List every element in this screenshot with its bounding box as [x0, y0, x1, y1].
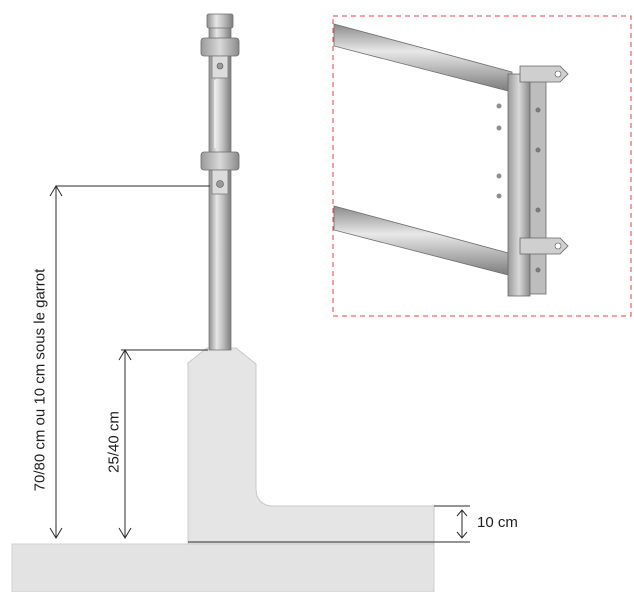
detail-bottom-bracket-hole: [554, 242, 562, 250]
detail-top-bracket: [519, 65, 569, 83]
post-assembly: [200, 13, 240, 351]
concrete-floor: [11, 543, 435, 592]
detail-bolt: [496, 193, 502, 199]
upper-bolt: [216, 62, 224, 70]
detail-bolt: [535, 207, 541, 213]
detail-bolt: [535, 267, 541, 273]
detail-bolt: [496, 125, 502, 131]
detail-top-bracket-hole: [554, 70, 562, 78]
curb-height-dimension: [118, 349, 208, 539]
lower-bolt: [216, 180, 224, 188]
detail-bottom-bracket: [519, 237, 569, 255]
total-height-dimension: [49, 185, 210, 539]
step-height-dimension: [188, 505, 470, 543]
total-height-label: 70/80 cm ou 10 cm sous le garrot: [31, 268, 49, 492]
concrete-curb: [187, 347, 435, 545]
detail-inset: [332, 15, 632, 317]
detail-post: [507, 73, 531, 297]
lower-clamp: [200, 151, 240, 171]
detail-bolt: [535, 107, 541, 113]
post-cap: [206, 13, 234, 29]
detail-bolt: [496, 173, 502, 179]
curb-height-label: 25/40 cm: [105, 411, 123, 473]
detail-bolt: [535, 147, 541, 153]
upper-clamp: [200, 37, 240, 57]
detail-frame: [332, 15, 632, 317]
detail-bolt: [496, 103, 502, 109]
step-height-label: 10 cm: [477, 514, 518, 531]
